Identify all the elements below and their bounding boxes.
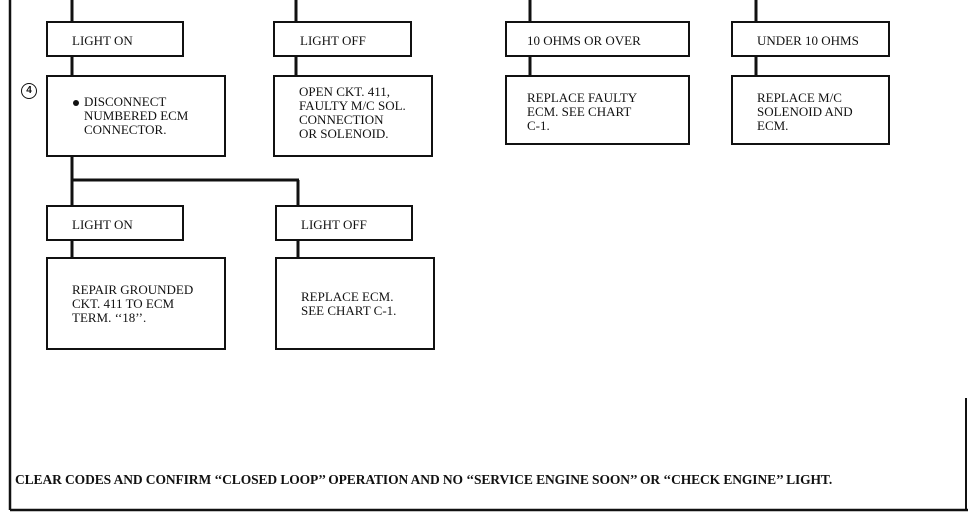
box-light-off-top: LIGHT OFF (273, 21, 412, 57)
footer-instruction: CLEAR CODES AND CONFIRM ‘‘CLOSED LOOP’’ … (15, 472, 833, 487)
box-ohms-over: 10 OHMS OR OVER (505, 21, 690, 57)
box-open-circuit-text: OPEN CKT. 411, FAULTY M/C SOL. CONNECTIO… (299, 84, 406, 141)
box-light-off-top-text: LIGHT OFF (300, 33, 366, 48)
box-repair-grounded-circuit: REPAIR GROUNDED CKT. 411 TO ECM TERM. ‘‘… (46, 257, 226, 350)
box-disconnect-connector: DISCONNECT NUMBERED ECM CONNECTOR. (46, 75, 226, 157)
box-light-on-top-text: LIGHT ON (72, 33, 133, 48)
box-replace-faulty-ecm: REPLACE FAULTY ECM. SEE CHART C-1. (505, 75, 690, 145)
box-replace-faulty-ecm-text: REPLACE FAULTY ECM. SEE CHART C-1. (527, 90, 638, 133)
box-replace-mc-solenoid: REPLACE M/C SOLENOID AND ECM. (731, 75, 890, 145)
box-open-circuit: OPEN CKT. 411, FAULTY M/C SOL. CONNECTIO… (273, 75, 433, 157)
box-ohms-under: UNDER 10 OHMS (731, 21, 890, 57)
box-light-off-bottom-text: LIGHT OFF (301, 217, 367, 232)
box-light-on-bottom: LIGHT ON (46, 205, 184, 241)
box-ohms-under-text: UNDER 10 OHMS (757, 33, 859, 48)
box-replace-mc-text: REPLACE M/C SOLENOID AND ECM. (757, 90, 853, 133)
box-ohms-over-text: 10 OHMS OR OVER (527, 33, 641, 48)
bullet-icon (73, 100, 79, 106)
box-light-off-bottom: LIGHT OFF (275, 205, 413, 241)
box-light-on-bottom-text: LIGHT ON (72, 217, 133, 232)
box-repair-grounded-text: REPAIR GROUNDED CKT. 411 TO ECM TERM. ‘‘… (72, 282, 194, 325)
box-disconnect-text: DISCONNECT NUMBERED ECM CONNECTOR. (84, 94, 189, 137)
box-replace-ecm-text: REPLACE ECM. SEE CHART C-1. (301, 289, 397, 318)
box-light-on-top: LIGHT ON (46, 21, 184, 57)
box-replace-ecm: REPLACE ECM. SEE CHART C-1. (275, 257, 435, 350)
step-number-marker: 4 (21, 83, 37, 99)
